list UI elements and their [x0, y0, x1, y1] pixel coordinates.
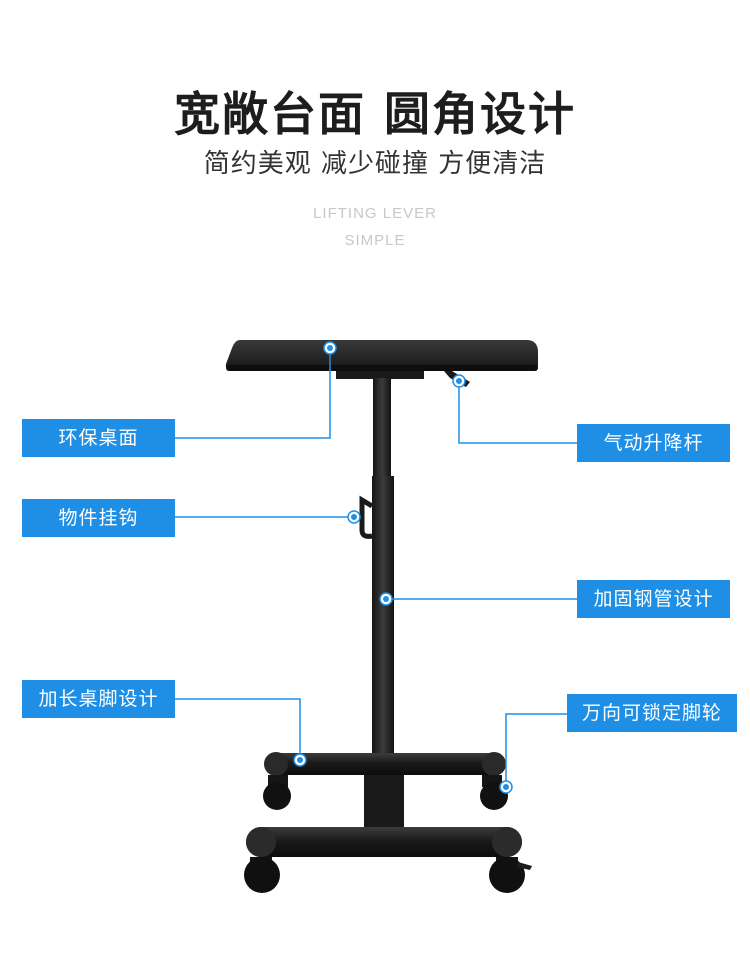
english-caption-line1: LIFTING LEVER [313, 205, 437, 222]
leg-leader-line [175, 698, 301, 760]
tabletop-callout-dot [323, 341, 337, 355]
front-base [244, 827, 532, 893]
label-lever: 气动升降杆 [577, 424, 730, 462]
tabletop-leader-line [175, 348, 331, 439]
tabletop [225, 340, 538, 379]
english-caption-line2: SIMPLE [344, 232, 406, 249]
lever-callout-dot [452, 374, 466, 388]
caster-callout-dot [499, 780, 513, 794]
label-caster: 万向可锁定脚轮 [567, 694, 737, 732]
label-leg: 加长桌脚设计 [22, 680, 175, 718]
page-title: 宽敞台面 圆角设计 [173, 87, 576, 141]
leg-callout-dot [293, 753, 307, 767]
hook-callout-dot [347, 510, 361, 524]
lever-leader-line [458, 381, 577, 444]
label-hook: 物件挂钩 [22, 499, 175, 537]
page-subtitle: 简约美观 减少碰撞 方便清洁 [203, 149, 547, 179]
rear-base [263, 752, 508, 810]
label-tabletop: 环保桌面 [22, 419, 175, 457]
object-hook [359, 495, 374, 539]
caster-leader-line [505, 713, 567, 787]
label-tube: 加固钢管设计 [577, 580, 730, 618]
tube-callout-dot [379, 592, 393, 606]
